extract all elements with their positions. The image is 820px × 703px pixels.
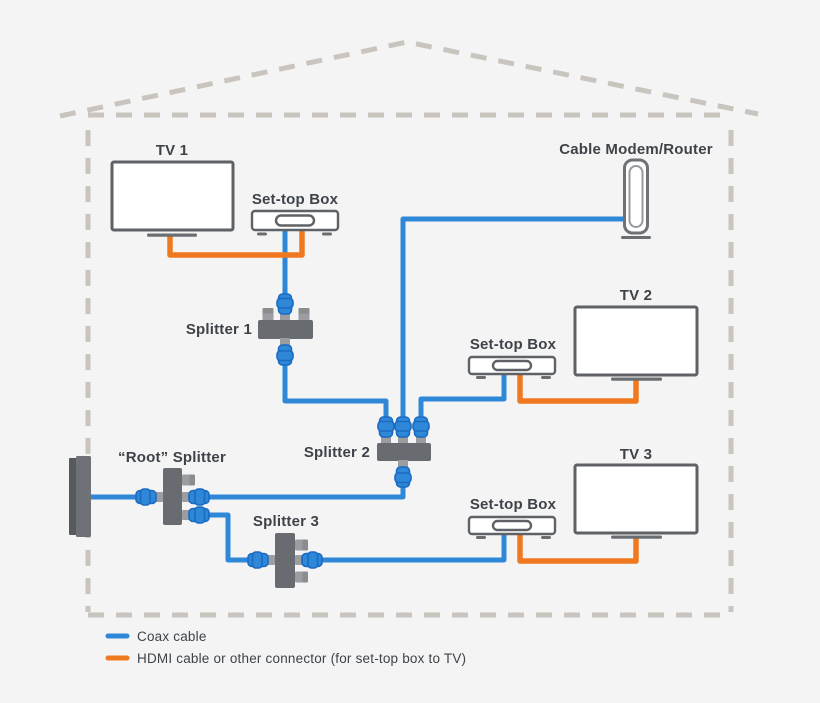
coax-connector-icon — [377, 416, 395, 445]
splitter3-port-stub-icon — [295, 571, 308, 583]
device-labels: TV 1 Set-top Box Cable Modem/Router TV 2… — [118, 141, 713, 530]
roof-outline — [59, 39, 759, 119]
coax-connector-icon — [135, 488, 164, 506]
modem-label: Cable Modem/Router — [559, 141, 713, 158]
coax-connector-icon — [181, 488, 210, 506]
coax-connector-icon — [394, 459, 412, 488]
splitter3-port-stub-icon — [295, 539, 308, 551]
coax-settop2-to-splitter2 — [418, 371, 507, 446]
hdmi-settop2-to-tv2 — [517, 370, 639, 404]
wall-plate-front — [76, 456, 91, 537]
tv3-screen — [573, 463, 699, 535]
tv2-label: TV 2 — [620, 287, 652, 304]
coax-connector-icon — [276, 337, 294, 366]
wall-plate — [69, 456, 91, 537]
splitter1 — [258, 293, 313, 366]
root-splitter-port-stub-icon — [182, 474, 195, 486]
settop2-foot-right — [541, 376, 551, 379]
modem-base — [621, 236, 651, 239]
tv1 — [110, 160, 235, 237]
splitter1-port-stub-icon — [262, 308, 274, 321]
splitter3-label: Splitter 3 — [253, 513, 319, 530]
settop3-foot-right — [541, 536, 551, 539]
modem-face — [628, 165, 644, 228]
splitter3 — [247, 533, 323, 588]
splitter1-body — [258, 320, 313, 339]
set-top-box-1 — [250, 209, 340, 236]
legend: Coax cable HDMI cable or other connector… — [105, 629, 466, 666]
wall-plate-back — [69, 458, 78, 535]
settop3-label: Set-top Box — [470, 496, 557, 513]
hdmi-settop1-to-tv1 — [167, 228, 305, 258]
coax-splitter2-to-root-splitter — [186, 463, 406, 500]
cable-modem-router — [621, 158, 651, 239]
splitter2 — [377, 416, 431, 488]
settop2-display — [491, 359, 533, 372]
settop1-label: Set-top Box — [252, 191, 339, 208]
tv1-label: TV 1 — [156, 142, 188, 159]
settop1-foot-left — [257, 232, 267, 236]
legend-hdmi-label: HDMI cable or other connector (for set-t… — [137, 651, 466, 666]
settop2-foot-left — [476, 376, 486, 379]
coax-modem-to-splitter2 — [400, 216, 627, 446]
splitter2-body — [377, 443, 431, 461]
coax-connector-icon — [412, 416, 430, 445]
tv2-screen — [573, 305, 699, 377]
root-splitter — [135, 468, 210, 525]
coax-connector-icon — [181, 506, 210, 524]
splitter3-body — [275, 533, 295, 588]
coax-connector-icon — [247, 551, 276, 569]
settop1-display — [274, 214, 316, 227]
coax-connector-icon — [394, 416, 412, 445]
tv1-stand — [147, 233, 197, 237]
root-splitter-label: “Root” Splitter — [118, 449, 226, 466]
splitter2-label: Splitter 2 — [304, 444, 370, 461]
tv3 — [573, 463, 699, 539]
root-splitter-body — [163, 468, 182, 525]
coax-splitter1-to-splitter2 — [282, 342, 389, 446]
tv2-stand — [611, 377, 662, 381]
coax-connector-icon — [294, 551, 323, 569]
legend-coax-label: Coax cable — [137, 629, 207, 644]
tv1-screen — [110, 160, 235, 232]
set-top-box-3 — [467, 515, 557, 539]
tv3-stand — [611, 535, 662, 539]
coax-splitter3-to-settop3 — [298, 531, 507, 563]
splitter1-port-stub-icon — [298, 308, 310, 321]
tv2 — [573, 305, 699, 381]
coax-connector-icon — [276, 293, 294, 322]
settop2-label: Set-top Box — [470, 336, 557, 353]
hdmi-settop3-to-tv3 — [517, 530, 639, 564]
settop3-display — [491, 519, 533, 532]
tv3-label: TV 3 — [620, 446, 652, 463]
settop1-foot-right — [322, 232, 332, 236]
splitter1-label: Splitter 1 — [186, 321, 252, 338]
settop3-foot-left — [476, 536, 486, 539]
set-top-box-2 — [467, 355, 557, 379]
hdmi-cables — [167, 228, 639, 564]
